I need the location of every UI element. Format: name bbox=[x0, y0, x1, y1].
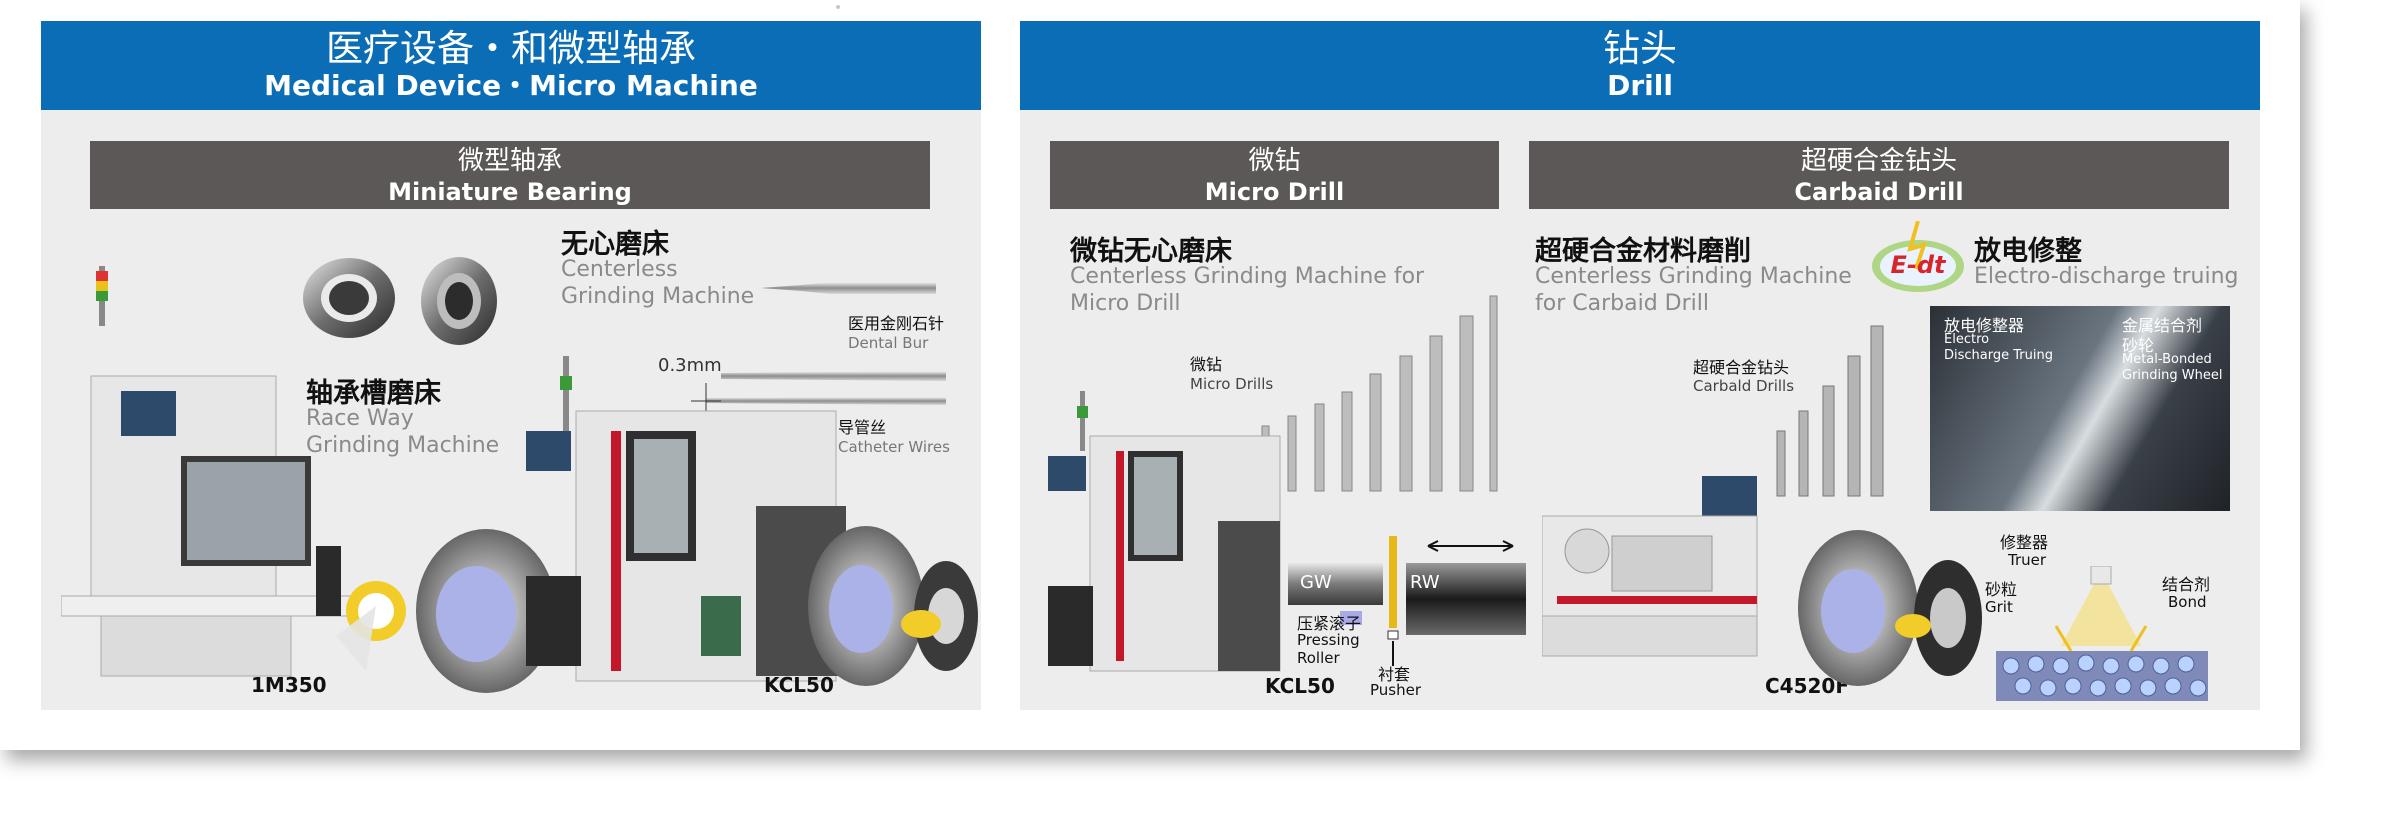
grit-bond-diagram bbox=[1996, 566, 2208, 701]
edm-left-cn: 放电修整器 bbox=[1944, 316, 2025, 335]
model-kcl50-left: KCL50 bbox=[764, 673, 834, 697]
drill-banner-title-cn: 钻头 bbox=[1603, 27, 1677, 70]
micro-drill-bar-cn: 微钻 bbox=[1248, 146, 1301, 176]
bearing-rings-image bbox=[303, 257, 497, 345]
drill-banner: 钻头 Drill bbox=[1020, 21, 2260, 110]
miniature-bearing-cn: 微型轴承 bbox=[457, 146, 562, 176]
pusher-en: Pusher bbox=[1370, 681, 1422, 699]
machine-1m350-image bbox=[61, 266, 362, 677]
micro-drill-bar: 微钻 Micro Drill bbox=[1050, 141, 1499, 209]
edm-right-cn1: 金属结合剂 bbox=[2122, 316, 2203, 335]
roller-en2: Roller bbox=[1297, 649, 1340, 667]
center-dot bbox=[836, 5, 840, 9]
miniature-bearing-en: Miniature Bearing bbox=[388, 178, 632, 206]
rw-label: RW bbox=[1410, 572, 1440, 593]
carbide-head-en1: Centerless Grinding Machine bbox=[1535, 264, 1852, 289]
left-wheel-diagram bbox=[336, 529, 556, 693]
left-panel-wheel-rolls bbox=[808, 526, 978, 686]
edt-logo: E-dt bbox=[1868, 221, 1968, 301]
dimension-label: 0.3mm bbox=[658, 355, 722, 376]
carbide-drill-bar: 超硬合金钻头 Carbaid Drill bbox=[1529, 141, 2229, 209]
edm-head-en: Electro-discharge truing bbox=[1974, 264, 2239, 289]
dental-bur-en: Dental Bur bbox=[848, 334, 929, 352]
centerless-title-en1: Centerless bbox=[561, 257, 678, 282]
bond-cn: 结合剂 bbox=[2162, 575, 2211, 594]
raceway-title-en2: Grinding Machine bbox=[306, 433, 500, 458]
machine-kcl50-right-image bbox=[1048, 391, 1281, 672]
truer-en: Truer bbox=[2008, 551, 2047, 569]
dental-bur-cn: 医用金刚石针 bbox=[848, 314, 945, 333]
carbide-drill-bar-cn: 超硬合金钻头 bbox=[1800, 146, 1957, 176]
micro-drills-cn: 微钻 bbox=[1190, 355, 1223, 374]
gw-label: GW bbox=[1300, 572, 1332, 593]
edm-photo: 放电修整器 Electro Discharge Truing 金属结合剂 砂轮 … bbox=[1930, 306, 2230, 511]
raceway-title-en1: Race Way bbox=[306, 406, 414, 431]
grit-en: Grit bbox=[1985, 598, 2013, 616]
edm-right-en1: Metal-Bonded bbox=[2122, 352, 2212, 367]
pusher-cn: 衬套 bbox=[1378, 665, 1411, 684]
roller-en1: Pressing bbox=[1297, 631, 1360, 649]
edm-right-en2: Grinding Wheel bbox=[2122, 368, 2223, 383]
truer-cn: 修整器 bbox=[2000, 533, 2049, 552]
grit-cn: 砂粒 bbox=[1985, 580, 2018, 599]
bond-en: Bond bbox=[2168, 593, 2207, 611]
model-1m350: 1M350 bbox=[251, 673, 327, 697]
gw-rw-diagram bbox=[1288, 536, 1526, 666]
drill-banner-title-en: Drill bbox=[1607, 69, 1673, 102]
medical-banner-title-en: Medical Device・Micro Machine bbox=[264, 69, 758, 102]
micro-head-en1: Centerless Grinding Machine for bbox=[1070, 264, 1425, 289]
catheter-wires-image bbox=[691, 371, 946, 421]
model-kcl50-right: KCL50 bbox=[1265, 674, 1335, 698]
raceway-title-cn: 轴承槽磨床 bbox=[306, 378, 441, 409]
medical-banner: 医疗设备・和微型轴承 Medical Device・Micro Machine bbox=[41, 21, 981, 110]
carbide-drills-image bbox=[1776, 325, 1884, 497]
carbide-wheel-rolls bbox=[1798, 530, 1982, 686]
miniature-bearing-bar: 微型轴承 Miniature Bearing bbox=[90, 141, 930, 209]
carbide-head-cn: 超硬合金材料磨削 bbox=[1535, 236, 1751, 267]
medical-banner-title-cn: 医疗设备・和微型轴承 bbox=[326, 27, 696, 70]
micro-head-en2: Micro Drill bbox=[1070, 291, 1181, 316]
micro-drill-bar-en: Micro Drill bbox=[1204, 178, 1345, 206]
micro-drills-image bbox=[1261, 295, 1498, 492]
carbide-drills-cn: 超硬合金钻头 bbox=[1693, 358, 1790, 377]
dental-bur-image bbox=[761, 282, 936, 294]
drill-panel: 钻头 Drill 微钻 Micro Drill 超硬合金钻头 Carbaid D… bbox=[1020, 21, 2260, 710]
roller-cn: 压紧滚子 bbox=[1297, 614, 1362, 633]
micro-drills-en: Micro Drills bbox=[1190, 375, 1274, 393]
edm-left-en2: Discharge Truing bbox=[1944, 348, 2053, 363]
catheter-wires-en: Catheter Wires bbox=[838, 438, 950, 456]
edm-right-cn2: 砂轮 bbox=[2122, 336, 2155, 355]
carbide-drill-bar-en: Carbaid Drill bbox=[1794, 178, 1964, 206]
centerless-title-cn: 无心磨床 bbox=[561, 229, 669, 260]
edm-left-en1: Electro bbox=[1944, 332, 1990, 347]
machine-kcl50-left-image bbox=[526, 356, 846, 682]
carbide-drills-en: Carbald Drills bbox=[1693, 377, 1795, 395]
machine-c4520f-image bbox=[1542, 476, 1758, 657]
medical-device-panel: 医疗设备・和微型轴承 Medical Device・Micro Machine … bbox=[41, 21, 981, 710]
edm-head-cn: 放电修整 bbox=[1974, 236, 2082, 267]
catheter-wires-cn: 导管丝 bbox=[838, 418, 887, 437]
centerless-title-en2: Grinding Machine bbox=[561, 284, 755, 309]
edt-logo-text: E-dt bbox=[1890, 251, 1946, 279]
micro-head-cn: 微钻无心磨床 bbox=[1070, 236, 1232, 267]
carbide-head-en2: for Carbaid Drill bbox=[1535, 291, 1709, 316]
